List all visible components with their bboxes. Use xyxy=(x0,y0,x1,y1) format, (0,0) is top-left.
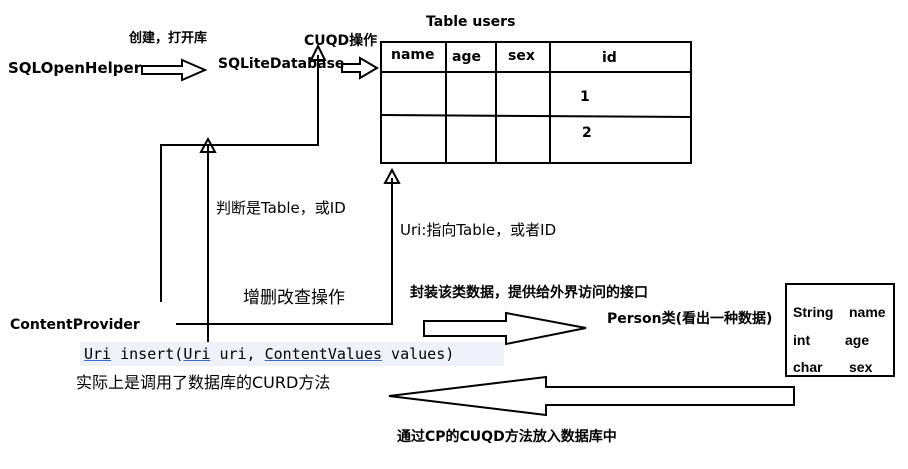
insert-method-signature: Uri insert(Uri uri, ContentValues values… xyxy=(80,342,504,366)
label-contentprovider: ContentProvider xyxy=(10,317,140,333)
label-cuqd-operation: CUQD操作 xyxy=(304,33,378,49)
person-field-name: name xyxy=(849,304,886,320)
table-header-age: age xyxy=(452,49,481,65)
code-method-name: insert( xyxy=(111,345,184,363)
arrowhead-table xyxy=(383,167,401,184)
label-bottom-note: 通过CP的CUQD方法放入数据库中 xyxy=(397,429,617,445)
code-param-type-uri: Uri xyxy=(183,345,211,363)
table-header-name: name xyxy=(391,47,435,63)
label-encapsulate-interface: 封装该类数据，提供给外界访问的接口 xyxy=(410,285,648,301)
table-row-divider xyxy=(380,114,692,118)
code-return-type: Uri xyxy=(84,345,112,363)
table-cell-id-1: 1 xyxy=(580,89,590,105)
person-field-type: char xyxy=(793,359,823,375)
table-header-sex: sex xyxy=(508,48,535,64)
users-table-grid xyxy=(380,41,692,164)
table-header-id: id xyxy=(602,50,617,66)
label-actually-calls-curd: 实际上是调用了数据库的CURD方法 xyxy=(76,373,331,392)
label-person-class: Person类(看出一种数据) xyxy=(607,311,773,327)
arrow-from-person xyxy=(388,375,795,417)
line-crud-to-table xyxy=(176,178,393,325)
code-param-uri: uri, xyxy=(210,345,265,363)
table-cell-id-2: 2 xyxy=(582,125,592,141)
arrowhead-judge xyxy=(199,136,217,153)
label-crud-operations: 增删改查操作 xyxy=(243,288,345,308)
label-judge-table-or-id: 判断是Table，或ID xyxy=(216,199,346,217)
arrowhead-cuqd xyxy=(309,43,327,61)
label-sqlitedatabase: SQLiteDatabase xyxy=(218,56,345,72)
person-field-name: sex xyxy=(849,359,873,375)
arrow-helper-to-database xyxy=(141,58,208,82)
person-field-type: String xyxy=(793,304,834,320)
person-field-type: int xyxy=(793,332,811,348)
arrow-to-person xyxy=(423,311,587,346)
label-create-open: 创建，打开库 xyxy=(129,31,208,46)
arrow-database-to-table xyxy=(341,56,379,80)
code-param-type-values: ContentValues xyxy=(264,345,383,363)
line-contentprovider-to-cuqd xyxy=(160,55,319,302)
table-title: Table users xyxy=(426,14,516,30)
code-param-values: values) xyxy=(382,345,455,363)
person-class-box: String name int age char sex xyxy=(785,283,895,377)
person-field-name: age xyxy=(845,332,870,348)
label-uri-points-to: Uri:指向Table，或者ID xyxy=(400,221,557,239)
label-sqlopenhelper: SQLOpenHelper xyxy=(8,59,142,77)
table-border xyxy=(380,41,692,164)
